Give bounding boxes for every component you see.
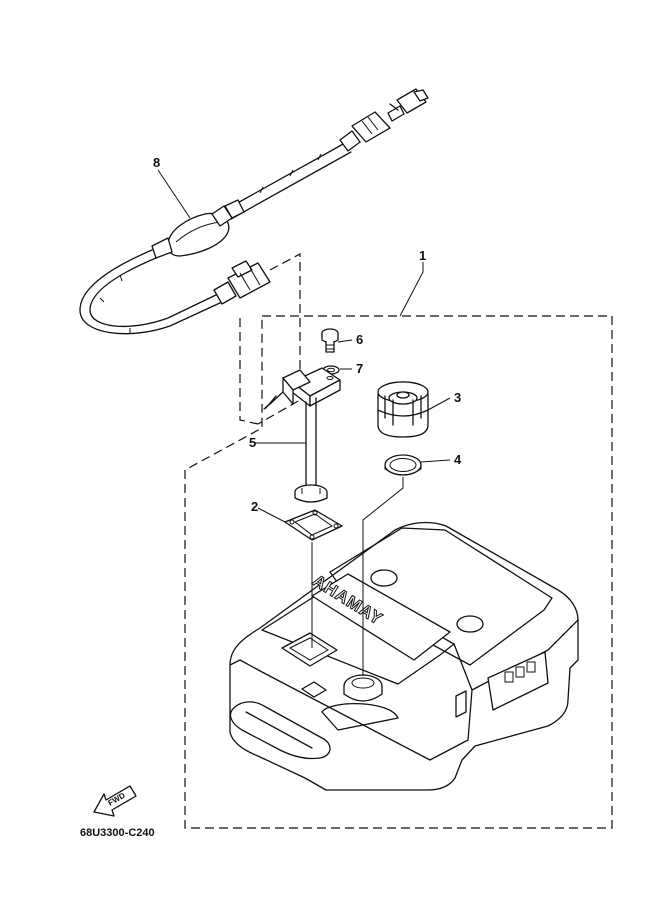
callout-8: 8 <box>153 155 160 170</box>
callout-leaders <box>157 169 451 676</box>
gasket[interactable] <box>284 509 343 541</box>
gauge-window <box>487 651 549 711</box>
filler-neck <box>321 674 399 731</box>
fuel-tank[interactable]: YAMAHA <box>229 521 579 791</box>
primer-bulb[interactable] <box>151 199 245 259</box>
engine-side-connector[interactable] <box>339 88 429 152</box>
callout-7: 7 <box>356 361 363 376</box>
fwd-arrow-icon: FWD <box>93 785 137 817</box>
drawing-code: 68U3300-C240 <box>80 827 155 839</box>
callout-6: 6 <box>356 332 363 347</box>
callout-2: 2 <box>251 499 258 514</box>
fuel-hose-assembly[interactable] <box>79 88 429 425</box>
callout-3: 3 <box>454 390 461 405</box>
fuel-meter-pickup[interactable] <box>263 367 341 503</box>
carry-handle <box>229 701 331 760</box>
meter-mount-pad <box>281 632 338 667</box>
filler-cap[interactable] <box>377 381 429 438</box>
o-ring-seal[interactable] <box>384 454 422 476</box>
callout-5: 5 <box>249 435 256 450</box>
kit-boundary <box>184 315 613 829</box>
screw[interactable] <box>321 328 339 353</box>
callout-4: 4 <box>454 452 462 467</box>
tank-side-connector[interactable] <box>213 260 271 305</box>
callout-1: 1 <box>419 248 426 263</box>
